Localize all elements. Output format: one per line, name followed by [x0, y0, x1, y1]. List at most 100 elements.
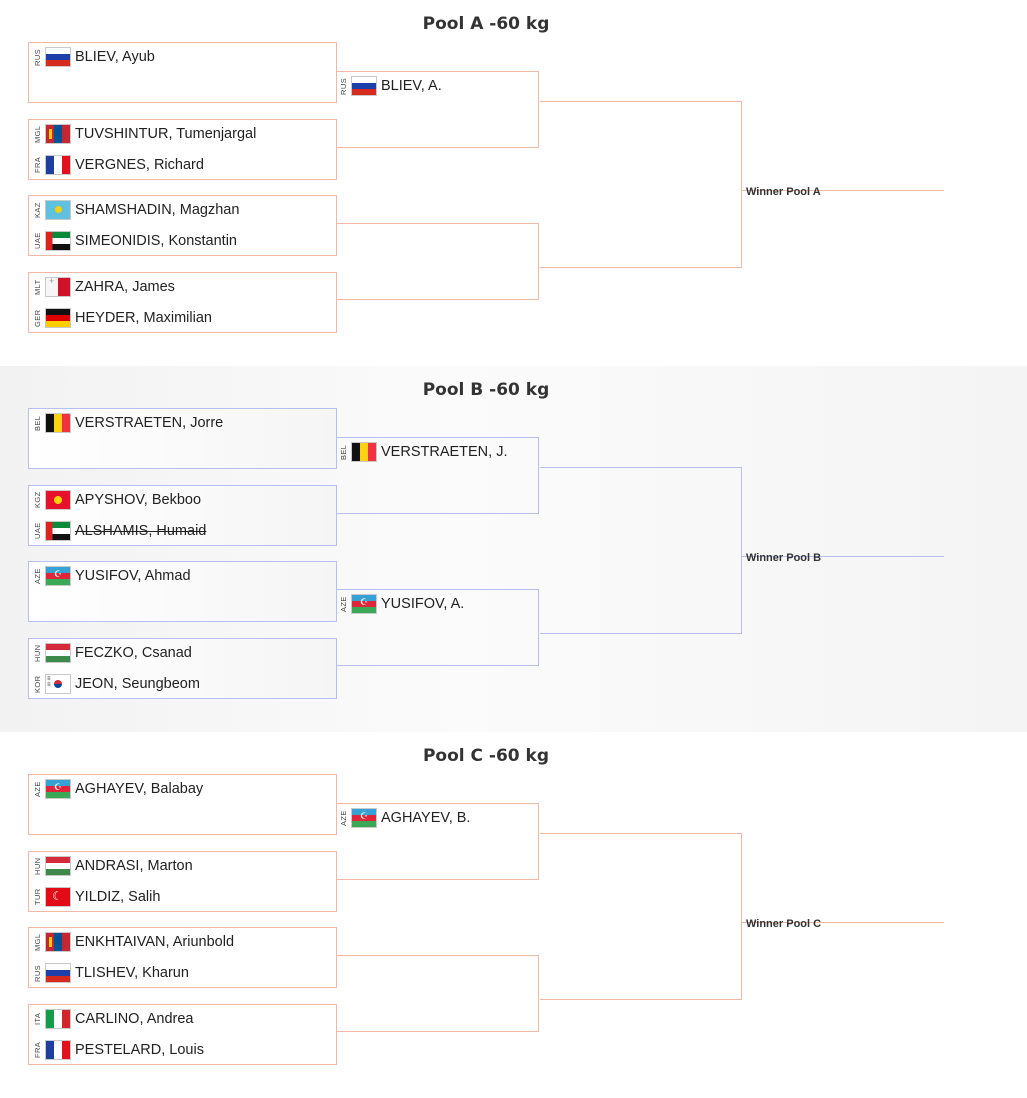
- match-box[interactable]: RUS BLIEV, Ayub: [28, 42, 337, 103]
- competitor-entry[interactable]: KORJEON, Seungbeom: [33, 670, 200, 698]
- tur-flag-icon: [46, 888, 70, 906]
- country-code: AZE: [33, 781, 42, 797]
- competitor-name: ENKHTAIVAN, Ariunbold: [75, 934, 235, 950]
- competitor-name: SIMEONIDIS, Konstantin: [75, 233, 237, 249]
- competitor-name: AGHAYEV, Balabay: [75, 781, 204, 797]
- country-code: ITA: [33, 1012, 42, 1026]
- competitor-name: ANDRASI, Marton: [75, 858, 193, 874]
- competitor-name: FECZKO, Csanad: [75, 645, 192, 661]
- aze-flag-icon: [352, 595, 376, 613]
- country-code: UAE: [33, 522, 42, 540]
- country-code: BEL: [339, 444, 348, 460]
- competitor-name: AGHAYEV, B.: [381, 810, 471, 826]
- bracket-connector: [337, 589, 539, 666]
- competitor-entry[interactable]: GER HEYDER, Maximilian: [33, 304, 212, 332]
- competitor-entry[interactable]: FRA PESTELARD, Louis: [33, 1036, 204, 1064]
- bracket-connector: [540, 833, 742, 1000]
- mgl-flag-icon: [46, 125, 70, 143]
- uae-flag-icon: [46, 522, 70, 540]
- aze-flag-icon: [46, 780, 70, 798]
- competitor-entry[interactable]: AZE AGHAYEV, B.: [339, 804, 470, 832]
- country-code: GER: [33, 309, 42, 327]
- competitor-entry[interactable]: MLT ZAHRA, James: [33, 273, 175, 301]
- competitor-entry[interactable]: AZEYUSIFOV, Ahmad: [33, 562, 191, 590]
- competitor-name: VERSTRAETEN, Jorre: [75, 415, 224, 431]
- country-code: RUS: [339, 77, 348, 95]
- competitor-name: HEYDER, Maximilian: [75, 310, 212, 326]
- country-code: AZE: [339, 810, 348, 826]
- advanced-competitor[interactable]: AZEYUSIFOV, A.: [339, 590, 464, 618]
- country-code: MGL: [33, 933, 42, 951]
- competitor-entry[interactable]: BEL VERSTRAETEN, Jorre: [33, 409, 223, 437]
- competitor-entry[interactable]: AZE AGHAYEV, Balabay: [33, 775, 203, 803]
- competitor-name: YUSIFOV, A.: [381, 596, 465, 612]
- pool-title: Pool C -60 kg: [422, 746, 550, 766]
- winner-pool-label: Winner Pool A: [746, 186, 821, 198]
- match-box[interactable]: AZE AGHAYEV, Balabay: [28, 774, 337, 835]
- competitor-name: PESTELARD, Louis: [75, 1042, 204, 1058]
- country-code: MGL: [33, 125, 42, 143]
- advanced-competitor[interactable]: AZE AGHAYEV, B.: [339, 804, 470, 832]
- competitor-name: VERGNES, Richard: [75, 157, 204, 173]
- rus-flag-icon: [352, 77, 376, 95]
- country-code: BEL: [33, 415, 42, 431]
- bracket-connector: [337, 803, 539, 880]
- winner-line: [742, 922, 944, 923]
- ger-flag-icon: [46, 309, 70, 327]
- country-code: MLT: [33, 279, 42, 295]
- competitor-entry[interactable]: HUN ANDRASI, Marton: [33, 852, 193, 880]
- hun-flag-icon: [46, 857, 70, 875]
- competitor-entry[interactable]: MGL ENKHTAIVAN, Ariunbold: [33, 928, 234, 956]
- competitor-entry[interactable]: RUS BLIEV, Ayub: [33, 43, 155, 71]
- competitor-name: ZAHRA, James: [75, 279, 175, 295]
- competitor-entry[interactable]: UAE ALSHAMIS, Humaid: [33, 517, 206, 545]
- bracket-connector: [540, 101, 742, 268]
- competitor-entry[interactable]: AZEYUSIFOV, A.: [339, 590, 464, 618]
- winner-pool-label: Winner Pool C: [746, 918, 822, 930]
- country-code: RUS: [33, 48, 42, 66]
- mgl-flag-icon: [46, 933, 70, 951]
- match-box[interactable]: HUN ANDRASI, MartonTURYILDIZ, Salih: [28, 851, 337, 912]
- country-code: KAZ: [33, 202, 42, 218]
- competitor-name: ALSHAMIS, Humaid: [75, 523, 207, 539]
- aze-flag-icon: [352, 809, 376, 827]
- country-code: RUS: [33, 964, 42, 982]
- match-box[interactable]: BEL VERSTRAETEN, Jorre: [28, 408, 337, 469]
- kaz-flag-icon: [46, 201, 70, 219]
- competitor-entry[interactable]: TURYILDIZ, Salih: [33, 883, 160, 911]
- pool-title: Pool B -60 kg: [422, 380, 550, 400]
- mlt-flag-icon: [46, 278, 70, 296]
- rus-flag-icon: [46, 964, 70, 982]
- competitor-name: TLISHEV, Kharun: [75, 965, 189, 981]
- country-code: HUN: [33, 857, 42, 875]
- rus-flag-icon: [46, 48, 70, 66]
- competitor-entry[interactable]: RUS TLISHEV, Kharun: [33, 959, 189, 987]
- winner-line: [742, 556, 944, 557]
- bracket-connector: [337, 223, 539, 300]
- country-code: KGZ: [33, 491, 42, 509]
- country-code: AZE: [33, 568, 42, 584]
- match-box[interactable]: AZEYUSIFOV, Ahmad: [28, 561, 337, 622]
- country-code: FRA: [33, 1041, 42, 1059]
- competitor-name: BLIEV, Ayub: [75, 49, 155, 65]
